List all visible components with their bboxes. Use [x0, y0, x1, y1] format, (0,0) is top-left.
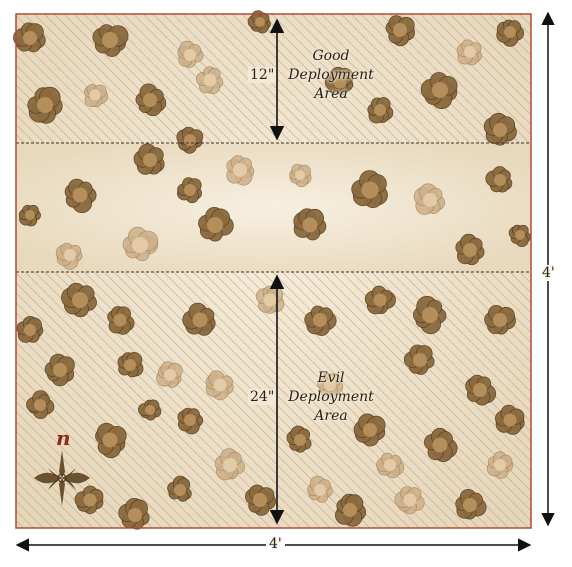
compass-rose-icon	[34, 450, 90, 506]
tree-cluster	[18, 204, 41, 227]
tree-cluster	[255, 285, 285, 314]
tree-cluster	[486, 451, 514, 479]
tree-cluster	[307, 475, 333, 503]
tree-layer	[13, 10, 531, 530]
tree-cluster	[455, 488, 487, 520]
tree-cluster	[367, 97, 394, 124]
board-border	[15, 13, 532, 529]
tree-cluster	[496, 19, 525, 47]
tree-cluster	[324, 66, 354, 96]
tree-cluster	[176, 177, 203, 204]
width-dimension-label: 4'	[266, 536, 285, 552]
tree-cluster	[317, 372, 344, 398]
tree-cluster	[413, 295, 447, 335]
tree-cluster	[133, 143, 165, 175]
tree-cluster	[214, 448, 245, 481]
tree-cluster	[304, 305, 337, 337]
tree-cluster	[413, 183, 446, 215]
tree-cluster	[44, 353, 75, 387]
tree-cluster	[122, 226, 159, 262]
center-no-mans-land	[16, 143, 531, 272]
good-label-line2: Deployment	[288, 67, 374, 83]
evil-label-line3: Area	[314, 408, 348, 424]
tree-cluster	[424, 427, 458, 463]
tree-cluster	[92, 24, 129, 57]
tree-cluster	[334, 493, 367, 527]
evil-deployment-label: Evil Deployment Area	[276, 369, 386, 426]
tree-cluster	[485, 166, 513, 193]
tree-cluster	[13, 22, 46, 53]
tree-cluster	[74, 485, 104, 515]
tree-cluster	[394, 486, 425, 515]
tree-cluster	[167, 475, 192, 502]
tree-cluster	[508, 224, 531, 248]
evil-measure-label: 24"	[248, 389, 277, 405]
tree-cluster	[26, 390, 55, 420]
height-dimension-label: 4'	[539, 265, 558, 281]
tree-cluster	[484, 304, 516, 335]
tree-cluster	[226, 155, 255, 186]
tree-cluster	[64, 178, 97, 214]
tree-cluster	[27, 86, 63, 124]
tree-cluster	[137, 399, 162, 421]
tree-cluster	[205, 370, 234, 401]
tree-cluster	[456, 39, 483, 66]
tree-cluster	[95, 422, 127, 459]
good-measure-label: 12"	[248, 67, 277, 83]
tree-cluster	[455, 233, 485, 266]
tree-cluster	[376, 452, 405, 479]
tree-cluster	[61, 282, 97, 318]
tree-cluster	[198, 206, 234, 242]
tree-cluster	[177, 407, 204, 435]
tree-cluster	[156, 361, 183, 388]
tree-cluster	[351, 170, 388, 209]
compass-north-letter: n	[56, 426, 71, 450]
tree-cluster	[16, 315, 44, 343]
tree-cluster	[286, 425, 312, 453]
tree-cluster	[494, 404, 525, 435]
tree-cluster	[55, 242, 83, 270]
tree-cluster	[107, 306, 135, 335]
tree-cluster	[353, 413, 386, 447]
evil-label-line2: Deployment	[288, 389, 374, 405]
tree-cluster	[135, 83, 167, 117]
tree-cluster	[465, 374, 497, 406]
tree-cluster	[177, 40, 204, 68]
tree-cluster	[364, 285, 396, 315]
tree-cluster	[385, 15, 416, 47]
good-label-line1: Good	[312, 48, 350, 64]
tree-cluster	[117, 351, 144, 378]
tree-cluster	[293, 208, 327, 241]
tree-cluster	[420, 72, 458, 110]
evil-label-line1: Evil	[317, 370, 345, 386]
tree-cluster	[289, 163, 312, 188]
tree-cluster	[118, 497, 150, 530]
good-label-line3: Area	[314, 86, 348, 102]
tree-cluster	[483, 112, 517, 146]
tree-cluster	[403, 344, 435, 375]
tree-cluster	[195, 66, 224, 95]
good-deployment-label: Good Deployment Area	[276, 47, 386, 104]
tree-cluster	[83, 83, 109, 108]
tree-cluster	[182, 302, 216, 336]
